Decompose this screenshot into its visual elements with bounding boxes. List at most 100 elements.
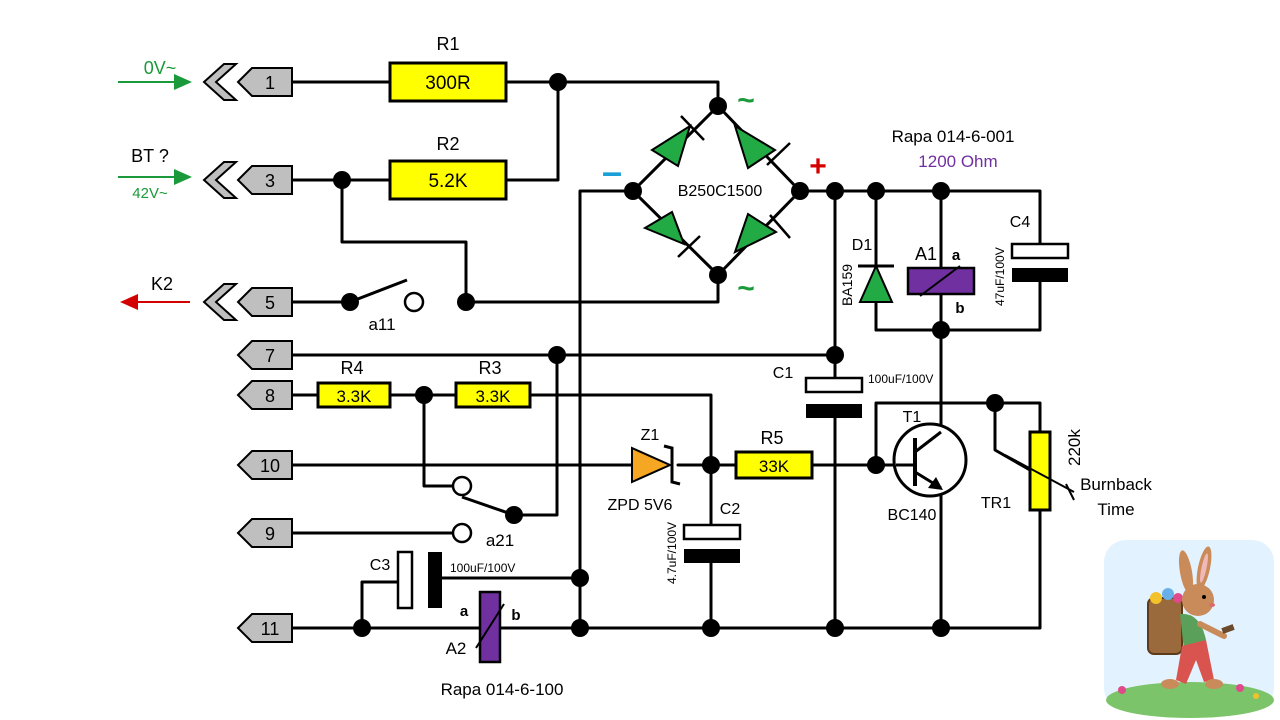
t1-part: BC140 [888,507,937,524]
z1-name: Z1 [641,427,660,444]
capacitor-c2: C2 4.7uF/100V [665,501,742,584]
diode-d1: D1 BA159 [839,237,894,306]
easter-bunny-illustration [1104,540,1274,718]
terminal-label: 11 [261,619,280,639]
terminal-10: 10 [236,450,293,480]
bridge-diode-br [733,212,791,254]
c4-value: 47uF/100V [993,247,1007,306]
wire-r2-to-node [504,80,560,182]
a2-part: Rapa 014-6-100 [441,680,564,699]
wire-c4-bottom [874,280,1042,332]
terminal-label: 1 [265,73,275,93]
a1-pin-b: b [955,300,964,317]
a2-pin-b: b [511,607,520,624]
relay-a1: Rapa 014-6-001 1200 Ohm A1 a b [892,127,1015,317]
terminal-8: 8 [236,380,293,410]
junction-nodes [333,73,1004,637]
capacitor-c4: C4 47uF/100V [993,214,1070,306]
resistor-r4: 3.3K R4 [316,358,392,409]
c3-value: 100uF/100V [450,561,515,575]
ac-symbol-bottom: ~ [737,272,755,305]
resistor-r1: 300R R1 [388,34,508,103]
tr1-value: 220k [1065,429,1084,466]
r2-name: R2 [436,134,459,154]
c2-value: 4.7uF/100V [665,522,679,584]
r3-name: R3 [478,358,501,378]
r2-value: 5.2K [428,171,467,192]
wire-t3-down [340,178,468,304]
trimmer-tr1: TR1 220k Burnback Time [981,429,1153,519]
tr1-name: TR1 [981,495,1011,512]
c1-value: 100uF/100V [868,372,933,386]
terminal-label: 10 [260,456,280,476]
wire-r3-c2 [528,393,713,527]
zener-z1: Z1 ZPD 5V6 [608,427,681,514]
a11-label: a11 [368,315,395,334]
bridge-diode-bl [642,210,701,258]
c3-name: C3 [370,557,391,574]
r3-value: 3.3K [476,387,512,406]
c2-name: C2 [720,501,741,518]
terminal-5: 5 [202,283,293,321]
contact-a21: a21 [451,475,515,550]
r5-value: 33K [759,457,790,476]
minus-symbol: – [602,151,622,192]
terminal-label: 8 [265,386,275,406]
c4-name: C4 [1010,214,1031,231]
terminal-11: 11 [236,613,293,643]
wire-base-to-top [874,401,1042,467]
wire-minus-rail [578,189,635,630]
wire-node-bridge-top [556,80,720,108]
t1-name: T1 [903,409,922,426]
r4-name: R4 [340,358,363,378]
resistor-r2: 5.2K R2 [388,134,508,201]
relay-a2: a b A2 Rapa 014-6-100 [441,590,564,699]
tr1-function-line1: Burnback [1080,475,1152,494]
r5-name: R5 [760,428,783,448]
input-0v: 0V~ [118,58,192,90]
bridge-diode-tr [733,123,791,170]
c1-name: C1 [773,365,794,382]
bridge-diode-tl [650,115,705,168]
a1-pin-a: a [952,247,961,264]
terminal-9: 9 [236,518,293,548]
output-k2: K2 [120,274,190,310]
label-0v: 0V~ [144,58,177,78]
terminal-label: 7 [265,346,275,366]
a1-part: Rapa 014-6-001 [892,127,1015,146]
resistor-r5: 33K R5 [734,428,814,480]
terminal-label: 3 [265,171,275,191]
bridge-rectifier: B250C1500 ~ ~ + – [602,84,827,305]
tr1-function-line2: Time [1097,500,1134,519]
terminal-1: 1 [202,63,293,101]
a21-label: a21 [486,531,514,550]
r1-value: 300R [425,73,470,94]
terminal-7: 7 [236,340,293,370]
label-k2: K2 [151,274,173,294]
d1-part: BA159 [839,264,855,306]
wire-t7-down [512,353,559,517]
a2-pin-a: a [460,603,469,620]
wire-ground-rail-right [498,508,1042,630]
resistor-r3: 3.3K R3 [454,358,532,409]
z1-part: ZPD 5V6 [608,497,673,514]
contact-a11: a11 [349,278,425,334]
r1-name: R1 [436,34,459,54]
plus-symbol: + [809,150,827,183]
bridge-name: B250C1500 [678,183,763,200]
a2-name: A2 [446,639,467,658]
r4-value: 3.3K [337,387,373,406]
wire-a21-arm [422,393,464,488]
terminal-label: 5 [265,293,275,313]
d1-name: D1 [852,237,873,254]
terminal-label: 9 [265,524,275,544]
capacitor-c3: C3 100uF/100V [370,550,515,610]
label-42v: 42V~ [132,185,168,202]
ac-symbol-top: ~ [737,84,755,117]
terminal-3: 3 [202,161,293,199]
input-bt: BT ? 42V~ [118,146,192,202]
transistor-t1: T1 BC140 [888,409,968,524]
wire-c3-loop [360,580,400,630]
a1-resistance: 1200 Ohm [918,152,997,171]
